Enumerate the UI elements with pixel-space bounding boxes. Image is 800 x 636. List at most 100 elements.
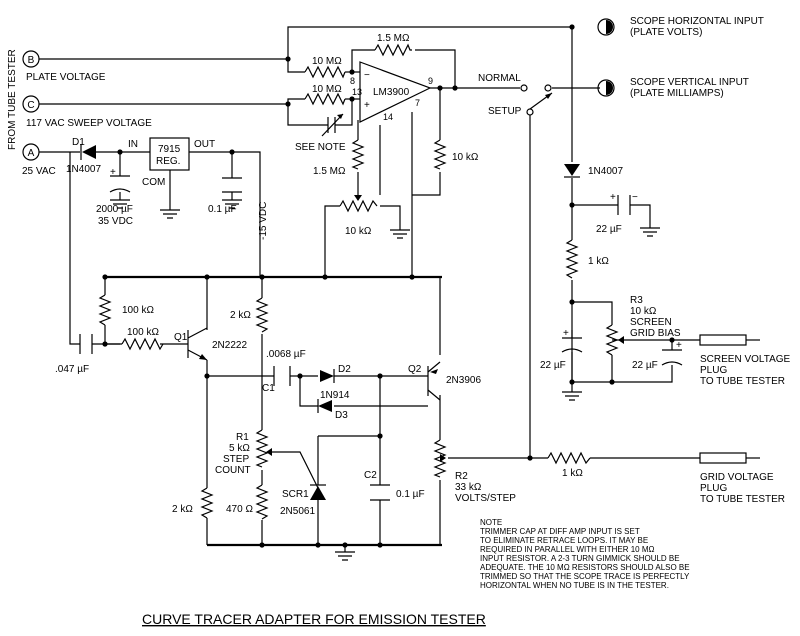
capacitor-22uf-mid: + [561,328,583,353]
d1-ref: D1 [72,137,85,148]
diode-d3 [317,399,332,413]
side-label: FROM TUBE TESTER [7,49,18,150]
grid-1: GRID VOLTAGE [700,472,774,483]
vert-2: (PLATE MILLIAMPS) [630,88,724,99]
screen-voltage-plug[interactable] [699,334,760,346]
note-line: TO ELIMINATE RETRACE LOOPS. IT MAY BE [480,536,648,545]
see-note-label: SEE NOTE [295,142,346,153]
pin-9: 9 [428,76,433,86]
d-type: 1N914 [320,390,350,401]
r1-f1: STEP [223,454,249,465]
diode-d1 [80,144,96,160]
input-terminal-a[interactable]: A [22,143,40,161]
pot-10k-label: 10 kΩ [345,226,372,237]
grid-2: PLUG [700,483,727,494]
c2000-label-a: 2000 µF [96,204,133,215]
c22-top-label: 22 µF [596,224,622,235]
r-in1-label: 10 MΩ [312,56,342,67]
screen-3: TO TUBE TESTER [700,376,785,387]
r470-label: 470 Ω [226,504,253,515]
potentiometer-r2[interactable] [433,439,447,478]
jack-vertical[interactable] [597,79,615,97]
r3-val: 10 kΩ [630,306,657,317]
resistor-100k-vertical [98,294,112,326]
scr-type: 2N5061 [280,506,315,517]
d3-ref: D3 [335,410,348,421]
diode-right [564,164,580,178]
capacitor-22uf-mid2: + [661,340,683,366]
input-b-label: PLATE VOLTAGE [26,72,106,83]
setup-label: SETUP [488,106,522,117]
ground-pot [390,229,410,239]
neg15-label: -15 VDC [258,202,269,240]
regulator-7915: 7915 REG. [149,137,190,171]
potentiometer-r1[interactable] [255,429,272,468]
reg-out: OUT [194,139,215,150]
potentiometer-r3[interactable] [605,324,624,356]
d1-type: 1N4007 [66,164,101,175]
r-in2-label: 10 MΩ [312,84,342,95]
d2-ref: D2 [338,364,351,375]
transistor-q2 [427,361,441,401]
q2-type: 2N3906 [446,375,481,386]
r100k-a-label: 100 kΩ [122,305,154,316]
grid-voltage-plug[interactable] [699,452,760,464]
ground-bottom [335,551,355,561]
transistor-q1 [187,327,208,361]
resistor-470 [255,484,269,520]
note-line: INPUT RESISTOR. A 2-3 TURN GIMMICK SHOUL… [480,554,680,563]
r1-ref: R1 [236,432,249,443]
r1k-grid-label: 1 kΩ [562,468,583,479]
pin-7: 7 [415,98,420,108]
resistor-1k-grid [547,451,591,465]
r-10k-out-label: 10 kΩ [452,152,479,163]
opamp-lm3900: LM3900 − + 9 8 13 7 14 [350,61,433,123]
resistor-2k-a [255,297,269,333]
capacitor-22uf-top: + − [610,192,638,215]
resistor-10k-output [433,139,447,170]
reg-com: COM [142,177,165,188]
note-line: TRIMMER CAP AT DIFF AMP INPUT IS SET [480,527,640,536]
r2-ref: R2 [455,471,468,482]
wires [39,26,700,552]
capacitor-c1 [273,366,291,386]
c01-label: 0.1 µF [208,204,237,215]
c047-label: .047 µF [55,364,89,375]
svg-text:−: − [632,192,638,203]
horiz-1: SCOPE HORIZONTAL INPUT [630,16,764,27]
ground-mid [562,391,582,401]
svg-text:B: B [28,55,35,66]
scr1 [310,484,326,500]
reg-in: IN [128,139,138,150]
opamp-plus: + [364,100,370,111]
grid-3: TO TUBE TESTER [700,494,785,505]
ground-reg [110,199,242,219]
r2k-a-label: 2 kΩ [230,310,251,321]
r-15m-label: 1.5 MΩ [313,166,346,177]
page-title: CURVE TRACER ADAPTER FOR EMISSION TESTER [142,611,486,627]
junction-dots [102,24,675,548]
c2-ref: C2 [364,470,377,481]
screen-2: PLUG [700,365,727,376]
svg-text:+: + [610,192,616,203]
jack-horizontal[interactable] [597,18,615,36]
r3-f2: GRID BIAS [630,328,681,339]
resistor-100k-horizontal [121,337,164,351]
diode-d2 [320,369,335,383]
svg-text:+: + [676,340,682,351]
d-right-type: 1N4007 [588,166,623,177]
input-c-label: 117 VAC SWEEP VOLTAGE [26,118,152,129]
potentiometer-10k[interactable] [339,195,378,213]
r3-f1: SCREEN [630,317,672,328]
scr-ref: SCR1 [282,489,309,500]
c1-val: .0068 µF [266,349,306,360]
input-terminal-c[interactable]: C [22,95,40,113]
capacitor-c2 [370,484,390,501]
vert-1: SCOPE VERTICAL INPUT [630,77,749,88]
resistor-1-5m-vertical [351,139,365,170]
note-line: NOTE [480,518,502,527]
input-terminal-b[interactable]: B [22,50,40,68]
mode-switch[interactable] [520,84,553,116]
r2-f: VOLTS/STEP [455,493,516,504]
r1k-right-label: 1 kΩ [588,256,609,267]
